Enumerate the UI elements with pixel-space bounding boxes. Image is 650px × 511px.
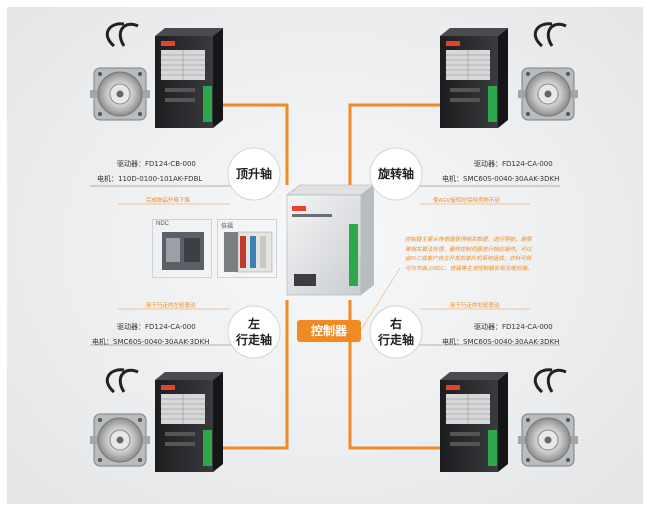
ndc-label: NDC: [156, 221, 169, 227]
module-label: 倍福: [221, 224, 234, 230]
rotate-driver-spec: 驱动器：FD124-CA-000: [474, 160, 553, 168]
left-motor-spec: 电机：SMC60S-0040-30AAK-3DKH: [92, 338, 210, 346]
description-line-4: 可与市面上NDC、倍福等主流控制器实现无缝对接。: [405, 265, 533, 272]
description-line-2: 等相关算法处理，最终控制伺服进行相应操作。可以: [405, 246, 532, 253]
lift-motor: [88, 22, 152, 122]
module-photo-art: [224, 231, 273, 273]
description-line-3: 由PLC或客户自主开发的单片机系统组成，亦科可将: [405, 256, 532, 262]
right-driver: [439, 371, 509, 473]
rotate-motor: [516, 22, 580, 122]
description-line-1: 控制器主要从传感器获得相关数据，进行导航，避障: [405, 237, 532, 243]
ndc-photo: NDC: [152, 219, 212, 278]
right-motor: [516, 368, 580, 468]
rotate-axis-title: 旋转轴: [377, 167, 414, 181]
module-photo: 倍福: [217, 219, 277, 278]
lift-axis-title: 顶升轴: [235, 167, 272, 181]
right-note: 用于行走的右轮驱动: [450, 303, 500, 309]
left-driver-spec: 驱动器：FD124-CA-000: [117, 323, 196, 331]
lift-driver-spec: 驱动器：FD124-CB-000: [117, 160, 196, 168]
controller-description: 控制器主要从传感器获得相关数据，进行导航，避障 等相关算法处理，最终控制伺服进行…: [405, 236, 575, 274]
lift-axis-circle: [227, 147, 281, 201]
lift-note: 完成物品升降下降: [146, 198, 191, 204]
controller-box: [286, 184, 375, 296]
lift-motor-spec: 电机：110D-0100-101AK-FDBL: [97, 175, 203, 183]
right-driver-spec: 驱动器：FD124-CA-000: [474, 323, 553, 331]
left-motor: [88, 368, 152, 468]
right-axis-title-line2: 行走轴: [377, 333, 414, 347]
rotate-note: 使AGV旋转时保持货物不动: [433, 198, 500, 204]
rotate-driver: [439, 27, 509, 129]
controller-label: 控制器: [297, 320, 361, 342]
left-driver: [154, 371, 224, 473]
lift-driver: [154, 27, 224, 129]
right-axis-circle: [369, 305, 423, 359]
ndc-photo-art: [162, 232, 204, 270]
left-axis-circle: [227, 305, 281, 359]
rotate-axis-circle: [369, 147, 423, 201]
left-axis-title-line1: 左: [247, 317, 260, 331]
right-motor-spec: 电机：SMC60S-0040-30AAK-3DKH: [442, 338, 560, 346]
left-axis-title-line2: 行走轴: [235, 333, 272, 347]
right-axis-title-line1: 右: [389, 317, 402, 331]
left-note: 用于行走的左轮驱动: [146, 303, 196, 309]
callout-lines: [90, 185, 560, 346]
rotate-motor-spec: 电机：SMC60S-0040-30AAK-3DKH: [442, 175, 560, 183]
